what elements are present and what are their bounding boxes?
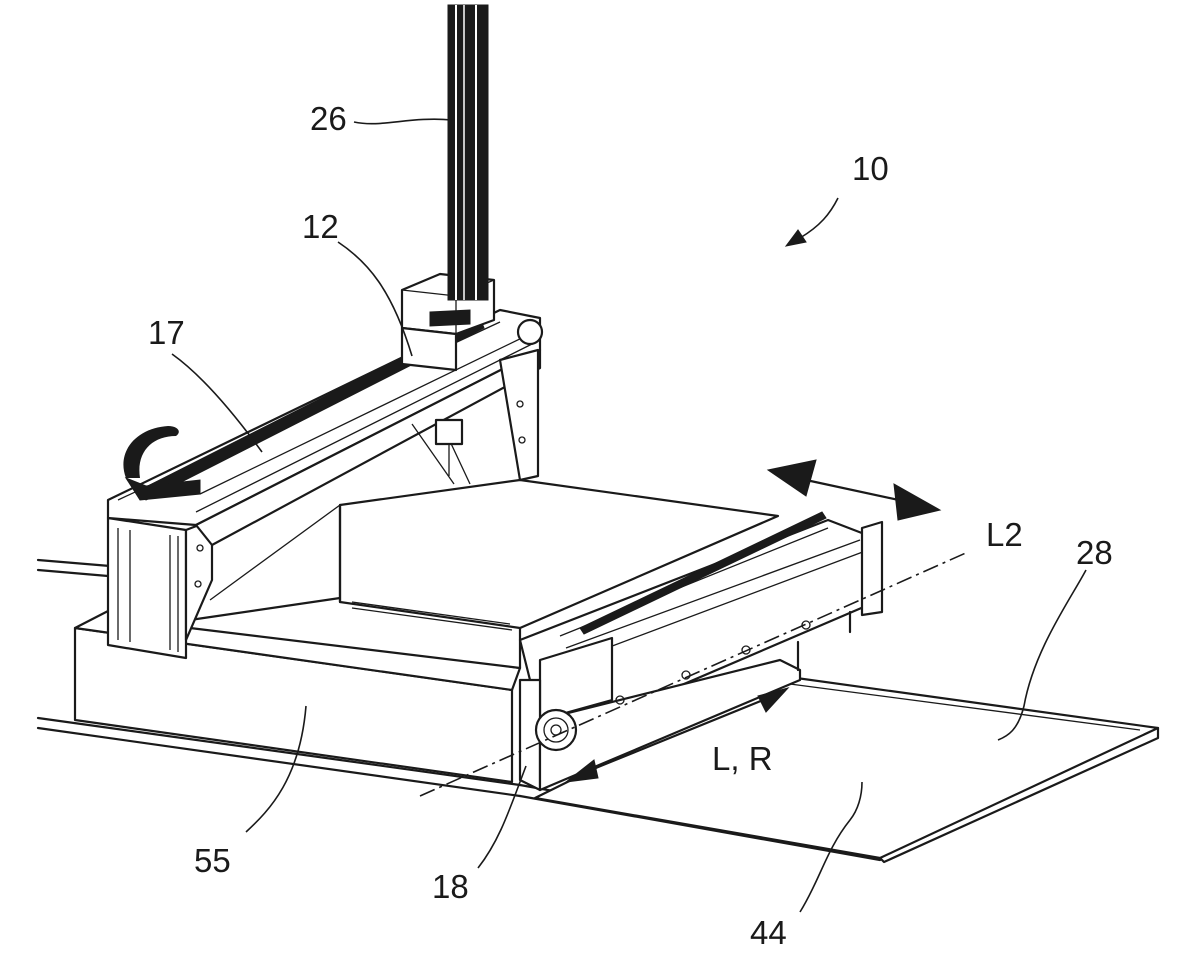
- label-L2: L2: [986, 516, 1023, 553]
- arrow-10: [784, 197, 839, 247]
- label-18: 18: [432, 868, 469, 905]
- double-arrow-LR: [564, 687, 790, 783]
- axis-L2: [419, 551, 969, 797]
- column-26: [447, 4, 489, 301]
- label-L-R: L, R: [712, 740, 773, 777]
- gantry-leg-left: [106, 516, 214, 660]
- label-10: 10: [852, 150, 889, 187]
- label-28: 28: [1076, 534, 1113, 571]
- label-44: 44: [750, 914, 787, 951]
- label-12: 12: [302, 208, 339, 245]
- rack: [579, 511, 827, 635]
- work-table: [188, 478, 780, 670]
- double-arrow-upper: [766, 459, 942, 521]
- cable-chain: [123, 426, 201, 501]
- label-55: 55: [194, 842, 231, 879]
- carriage-18: [518, 518, 884, 792]
- gantry-leg-right: [411, 348, 540, 485]
- leader-lines: [171, 118, 1087, 913]
- labels: 10 26 12 17 L2 28 L, R 55 18 44: [148, 100, 1113, 951]
- label-17: 17: [148, 314, 185, 351]
- head-12: [400, 272, 496, 476]
- label-26: 26: [310, 100, 347, 137]
